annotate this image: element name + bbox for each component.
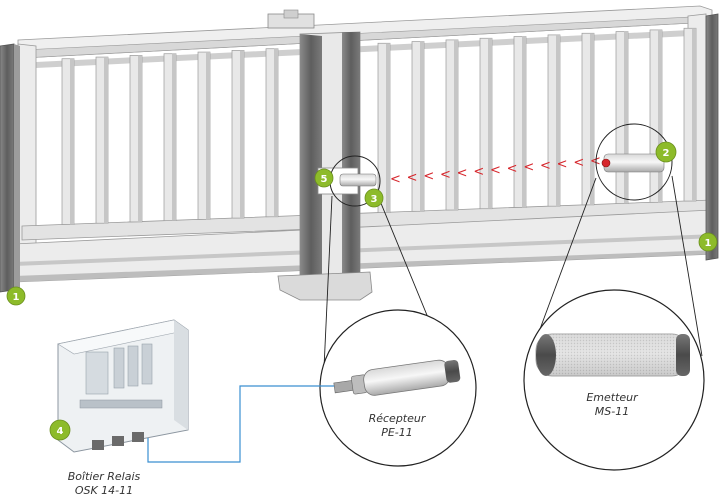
beam-arrow: < (557, 157, 568, 172)
svg-text:4: 4 (57, 426, 64, 437)
gate-bar-shade (624, 31, 628, 204)
relay-label-name: Boîtier Relais (68, 470, 141, 483)
center-column (277, 31, 373, 301)
gate-bar-shade (522, 36, 526, 208)
emitter-label-model: MS-11 (595, 405, 629, 418)
receiver-label-name: Récepteur (369, 412, 427, 425)
gate-bar-shade (274, 48, 278, 217)
beam-arrow: < (523, 160, 534, 175)
gate-bar-shade (488, 38, 492, 209)
beam-arrow: < (423, 169, 434, 184)
gate-bar-shade (240, 50, 244, 219)
emitter-highlight-circle (595, 123, 673, 201)
badge-emitter: 2 (655, 141, 677, 163)
left-post (0, 43, 20, 293)
svg-text:1: 1 (705, 238, 712, 249)
gate-bar-shade (138, 55, 142, 222)
gate-bar-shade (172, 53, 176, 221)
gate-bar-shade (386, 43, 390, 213)
badge-column: 5 (314, 168, 334, 188)
receiver-label-model: PE-11 (381, 426, 413, 439)
gate-bar-shade (420, 41, 424, 212)
beam-arrow: < (390, 172, 401, 187)
gate-frame (13, 5, 717, 283)
gate-bar-shade (206, 52, 210, 220)
gate-bar-shade (590, 33, 594, 205)
gate-bar-shade (454, 39, 458, 211)
beam-arrow: < (440, 168, 451, 183)
gate-bar-shade (70, 58, 74, 225)
beam-arrow: < (573, 156, 584, 171)
right-post (705, 13, 719, 261)
emitter-sensor (535, 333, 690, 377)
connection-cable (147, 385, 334, 463)
emitter-detail: Emetteur MS-11 (523, 289, 705, 471)
beam-arrow: < (457, 166, 468, 181)
badge-post-right: 1 (698, 232, 718, 252)
emitter-mount (601, 153, 665, 173)
infrared-beam: < < < < < < < < < < < < < (390, 154, 601, 187)
badge-relay-box: 4 (49, 419, 71, 441)
badge-post-left: 1 (6, 286, 26, 306)
gate-bars (61, 27, 697, 225)
emitter-zoom-circle (523, 289, 705, 471)
gate-bar-shade (692, 28, 696, 202)
beam-arrow: < (590, 154, 601, 169)
beam-arrow: < (540, 159, 551, 174)
badge-receiver: 3 (364, 188, 384, 208)
beam-arrow: < (407, 171, 418, 186)
relay-box (57, 319, 189, 453)
receiver-sensor (333, 359, 461, 396)
svg-text:3: 3 (371, 194, 378, 205)
svg-text:1: 1 (13, 292, 20, 303)
gate-bar-shade (104, 57, 108, 224)
gate-bar-shade (658, 29, 662, 203)
gate-bar-shade (556, 34, 560, 207)
beam-arrow: < (490, 163, 501, 178)
svg-text:5: 5 (321, 174, 328, 185)
beam-arrow: < (473, 165, 484, 180)
beam-arrow: < (507, 162, 518, 177)
svg-text:2: 2 (663, 148, 670, 159)
receiver-detail: Récepteur PE-11 (319, 309, 477, 467)
relay-label-model: OSK 14-11 (75, 484, 133, 497)
receiver-mount (339, 173, 377, 187)
emitter-label-name: Emetteur (586, 391, 639, 404)
